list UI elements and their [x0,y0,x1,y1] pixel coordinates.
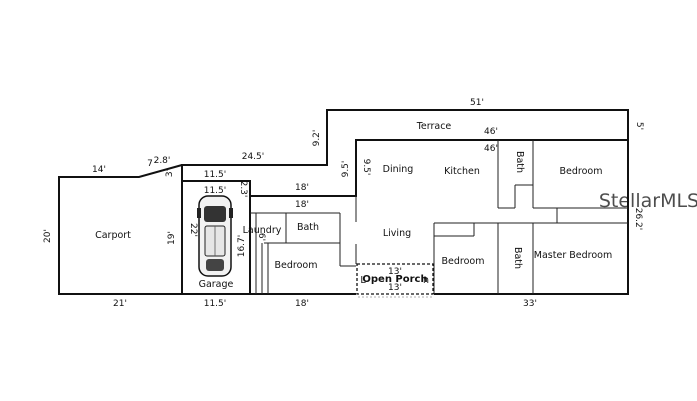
room-label-terrace: Terrace [416,121,452,132]
room-label-bedroom-left: Bedroom [275,260,318,271]
dim-garage-depth: 22' [188,223,198,237]
dim-laundry-small: 6' [256,233,266,241]
room-label-porch-ghost-right: n [423,275,429,286]
dim-carport-bottom: 21' [113,299,127,309]
dim-mid-top-b: 18' [295,200,309,210]
room-label-bath-right: Bath [512,247,523,269]
room-label-open-porch: Open Porch [362,274,427,285]
car-icon [197,195,233,277]
dim-step-9-5b: 9.5' [361,159,371,176]
carport-outline [58,164,183,295]
dim-step-3: 3' [165,169,175,177]
dim-right-side: 26.2' [633,208,643,231]
room-label-carport: Carport [95,230,131,241]
room-label-laundry: Laundry [243,225,282,236]
room-label-garage: Garage [199,279,234,290]
room-label-master-bedroom: Master Bedroom [534,250,612,261]
dim-upper-top: 24.5' [242,152,265,162]
room-label-bedroom-center: Bedroom [442,256,485,267]
room-label-bedroom-right: Bedroom [560,166,603,177]
room-label-living: Living [383,228,411,239]
dim-terrace-side: 5' [634,122,644,130]
dim-carport-top: 14' [92,165,106,175]
dim-main-top: 46' [484,144,498,154]
dim-angle-b: 2.8' [154,156,171,166]
dim-step-9-5a: 9.5' [341,161,351,178]
dim-porch-bottom: 13' [388,283,402,293]
room-label-dining: Dining [383,164,414,175]
dim-garage-top-inner: 11.5' [204,186,227,196]
room-label-porch-ghost-left: L [360,275,366,286]
dim-garage-top-outer: 11.5' [204,170,227,180]
room-label-kitchen: Kitchen [444,166,480,177]
dim-carport-height: 20' [43,229,53,243]
dim-mid-bottom: 18' [295,299,309,309]
garage-outline [181,180,251,295]
room-label-bath-left: Bath [297,222,319,233]
watermark-stellarmls: StellarMLS [599,190,697,212]
dim-garage-height: 19' [167,231,177,245]
dim-mid-top-a: 18' [295,183,309,193]
open-porch-outline [356,263,434,295]
dim-step-9-2: 9.2' [312,130,322,147]
dim-terrace-top: 51' [470,98,484,108]
interior-walls [250,140,628,294]
dim-right-bottom: 33' [523,299,537,309]
room-label-bath-top: Bath [514,151,525,173]
mid-outline [250,139,629,295]
dim-porch-top: 13' [388,267,402,277]
upper-outline [181,109,629,294]
dim-angle-a: 7 [147,159,153,169]
dim-laundry-h: 16.7' [237,235,247,258]
dim-terrace-inner: 46' [484,127,498,137]
dim-garage-bottom: 11.5' [204,299,227,309]
dim-wall-2-3: 2.3' [238,181,248,198]
